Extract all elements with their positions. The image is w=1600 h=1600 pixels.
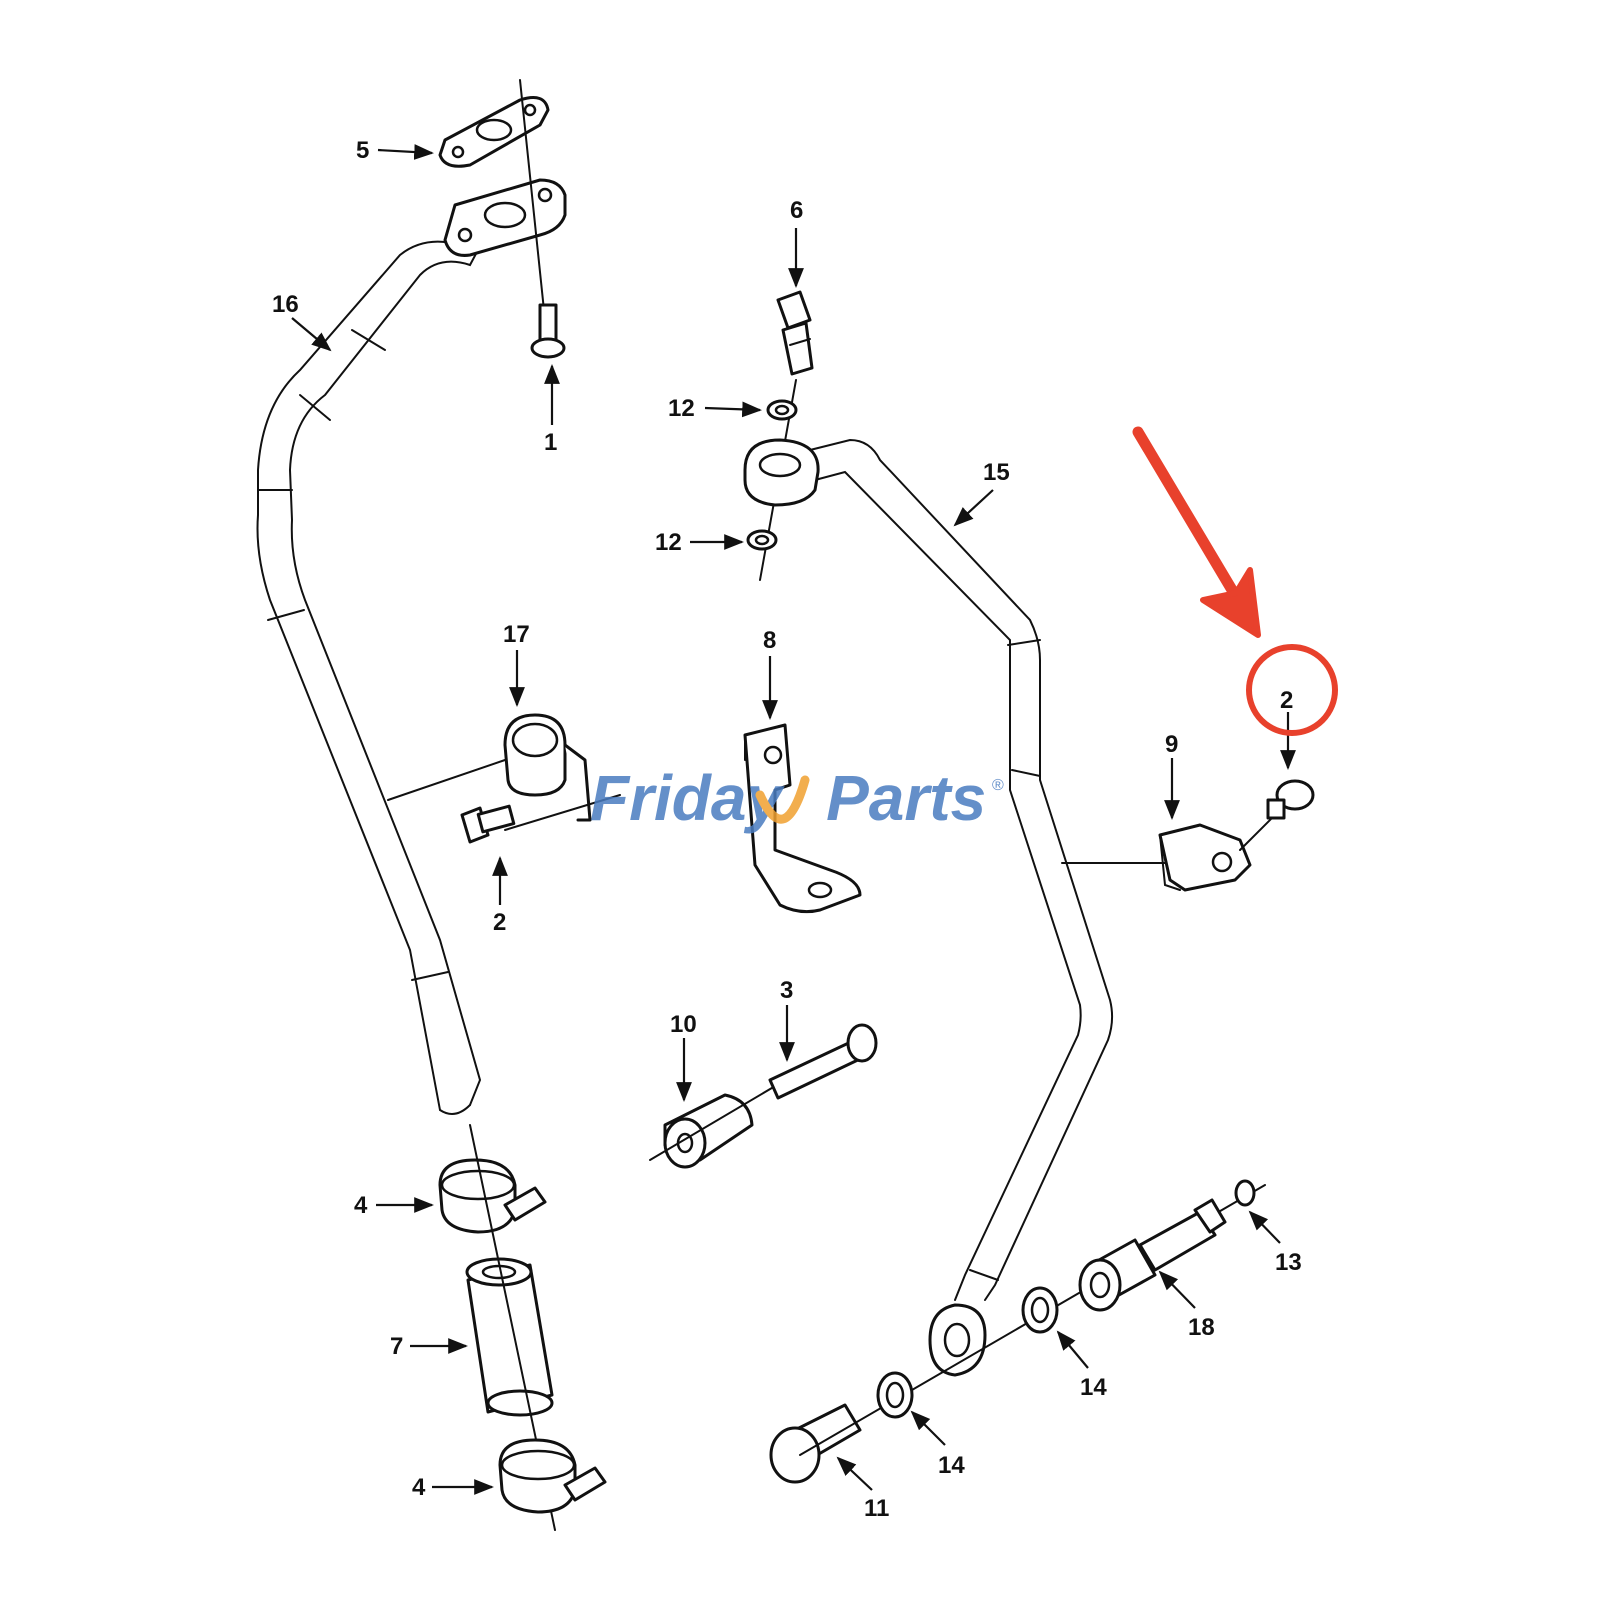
leader-arrows <box>291 144 1296 1495</box>
gasket-5 <box>438 96 550 168</box>
watermark-text-parts: Parts <box>826 762 986 834</box>
hose-7 <box>465 1257 554 1417</box>
bolt-2-left <box>460 804 516 844</box>
callout-14-upper: 14 <box>1080 1374 1107 1401</box>
callout-7: 7 <box>390 1333 403 1360</box>
oil-pipe-16 <box>256 178 567 1115</box>
highlight-annotation <box>1132 426 1338 736</box>
spacer-10 <box>663 1093 754 1169</box>
oil-pipe-15 <box>743 438 1114 1377</box>
callout-2-right: 2 <box>1280 687 1293 714</box>
callout-12-lower: 12 <box>655 529 682 556</box>
bolt-2-right <box>1266 779 1315 820</box>
callout-1: 1 <box>544 429 557 456</box>
hose-clamp-4-upper <box>438 1158 547 1234</box>
callout-4-upper: 4 <box>354 1192 368 1219</box>
callout-9: 9 <box>1165 731 1178 758</box>
fitting-18 <box>1078 1198 1227 1312</box>
callout-11: 11 <box>864 1495 889 1522</box>
callout-6: 6 <box>790 197 803 224</box>
highlight-circle <box>1246 644 1338 736</box>
bracket-8 <box>743 723 862 914</box>
callout-13: 13 <box>1275 1249 1302 1276</box>
watermark-text-friday: Friday <box>590 762 785 834</box>
o-ring-13 <box>1234 1179 1256 1207</box>
callout-2-left: 2 <box>493 909 506 936</box>
callout-5: 5 <box>356 137 369 164</box>
watermark-logo: Friday Parts ® <box>590 762 1004 834</box>
callout-17: 17 <box>503 621 530 648</box>
callout-18: 18 <box>1188 1314 1215 1341</box>
clamp-17 <box>503 713 592 822</box>
bolt-1 <box>530 303 566 359</box>
callout-14-lower: 14 <box>938 1452 965 1479</box>
hose-clamp-4-lower <box>498 1438 607 1514</box>
callout-3: 3 <box>780 977 793 1004</box>
bolt-3 <box>768 1023 878 1100</box>
watermark-swoosh <box>755 775 810 824</box>
callout-8: 8 <box>763 627 776 654</box>
clamp-9 <box>1158 823 1252 892</box>
highlight-arrow-shaft <box>1132 426 1244 606</box>
banjo-bolt-11 <box>769 1403 862 1484</box>
callout-10: 10 <box>670 1011 697 1038</box>
banjo-bolt-6 <box>776 290 814 376</box>
callout-15: 15 <box>983 459 1010 486</box>
callout-16: 16 <box>272 291 299 318</box>
callout-12-upper: 12 <box>668 395 695 422</box>
highlight-arrow-head <box>1200 567 1261 638</box>
watermark-registered-mark: ® <box>992 777 1004 794</box>
callout-4-lower: 4 <box>412 1474 426 1501</box>
